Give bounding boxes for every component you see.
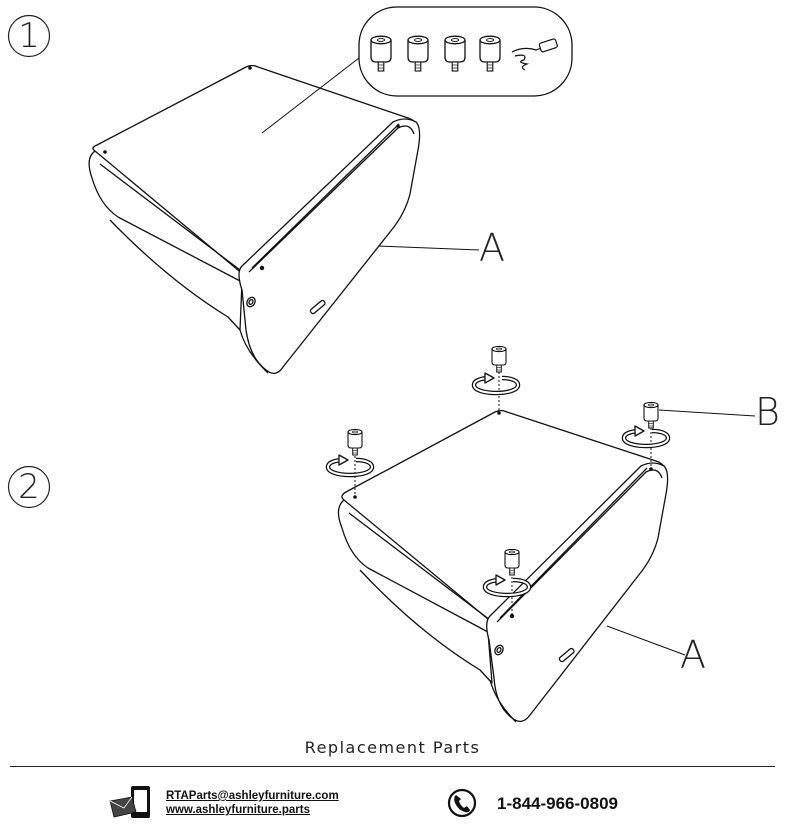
parts-bubble-leader [261, 57, 360, 134]
rotate-arrow-icon [624, 426, 668, 446]
phone-number: 1-844-966-0809 [497, 794, 618, 813]
foot-peg-icon [643, 401, 659, 429]
callout-b-step2: B [755, 390, 780, 434]
callout-a-step2: A [680, 633, 706, 677]
callout-a1-leader [377, 245, 480, 251]
footer-divider [10, 766, 775, 767]
website-link[interactable]: www.ashleyfurniture.parts [166, 804, 310, 816]
callout-b-leader [658, 409, 756, 417]
step-2-circle [7, 465, 51, 509]
email-link[interactable]: RTAParts@ashleyfurniture.com [166, 790, 339, 802]
ottoman-a-step2 [337, 409, 669, 723]
foot-peg-icon [504, 548, 520, 576]
email-phone-icon [109, 786, 150, 818]
parts-bubble [358, 6, 573, 97]
step-2-number: 2 [18, 467, 40, 507]
rotate-arrow-icon [474, 373, 518, 393]
callout-a2-leader [606, 625, 686, 656]
phone-icon [447, 788, 477, 818]
foot-peg-icon [347, 428, 363, 456]
foot-peg-icon [491, 345, 507, 373]
callout-a-step1: A [479, 226, 505, 270]
replacement-parts-title: Replacement Parts [304, 738, 481, 757]
step-1-number: 1 [18, 16, 40, 56]
ottoman-a-step1 [88, 64, 421, 374]
rotate-arrow-icon [328, 455, 372, 475]
allen-key-icon [511, 38, 558, 71]
step-1-circle [7, 14, 51, 58]
